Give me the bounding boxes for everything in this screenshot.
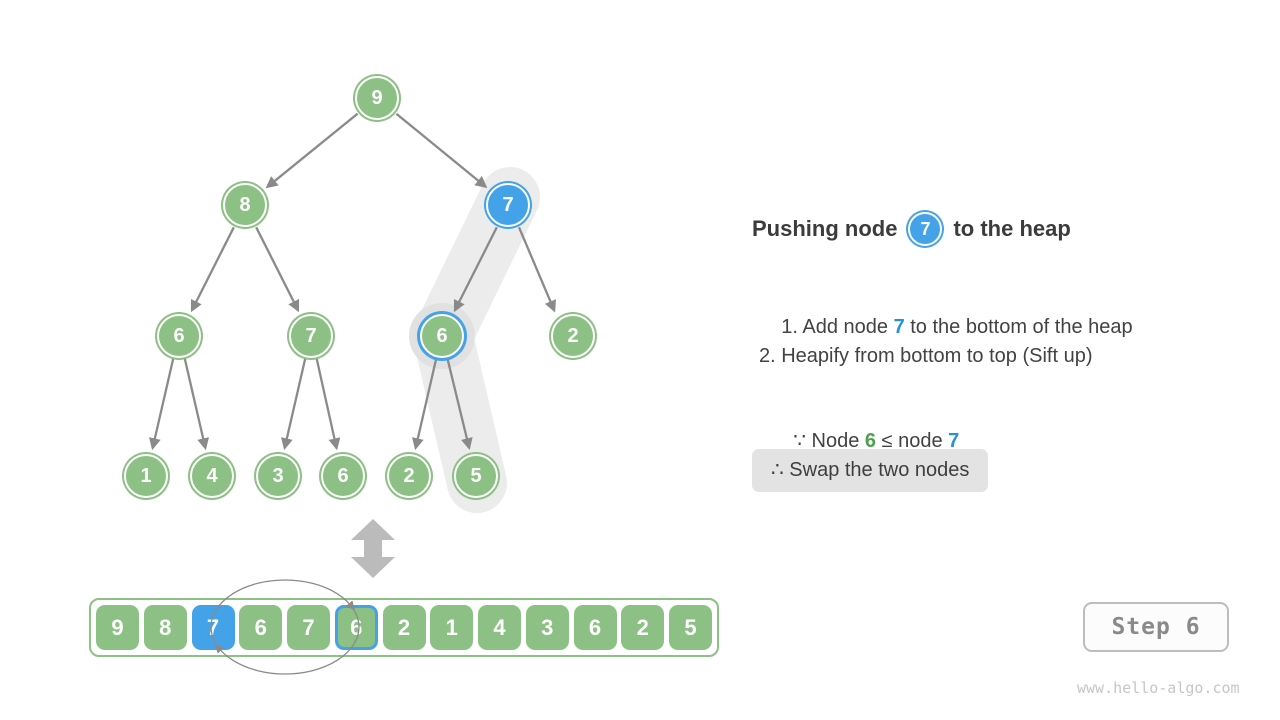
because-line: ∵ Node 6 ≤ node 7 — [771, 405, 959, 476]
array-cell-compared: 6 — [334, 605, 378, 650]
tree-node: 5 — [454, 454, 498, 498]
array-cell: 7 — [287, 605, 330, 650]
tree-node: 6 — [321, 454, 365, 498]
heap-array: 9 8 7 6 7 6 2 1 4 3 6 2 5 — [89, 598, 719, 657]
step-badge: Step 6 — [1083, 602, 1229, 652]
tree-node-pushed: 7 — [486, 183, 530, 227]
tree-edges — [149, 112, 556, 451]
array-cell: 4 — [478, 605, 521, 650]
array-cell: 9 — [96, 605, 139, 650]
step-1-text: 1. Add node 7 to the bottom of the heap — [759, 293, 1133, 362]
because-node7: 7 — [948, 430, 960, 452]
swap-ellipse-arrows — [210, 579, 360, 675]
tree-node: 2 — [551, 314, 595, 358]
array-cell: 6 — [573, 605, 617, 650]
because-node6: 6 — [864, 430, 877, 452]
tree-node: 1 — [124, 454, 168, 498]
array-cell: 8 — [143, 605, 187, 650]
pushed-node-badge: 7 — [908, 212, 943, 246]
tree-node: 3 — [256, 454, 300, 498]
title-suffix: to the heap — [953, 216, 1071, 241]
step1-suffix: to the bottom of the heap — [904, 316, 1133, 338]
tree-node: 7 — [289, 314, 333, 358]
array-cell: 5 — [669, 605, 712, 650]
updown-arrow-icon — [351, 519, 395, 578]
therefore-box: ∴ Swap the two nodes — [752, 449, 989, 492]
tree-node-compared: 6 — [420, 314, 464, 358]
because-p2: ≤ node — [876, 430, 949, 452]
array-cell: 2 — [382, 605, 426, 650]
array-cell: 2 — [621, 605, 665, 650]
array-cell: 1 — [430, 605, 474, 650]
step1-prefix: 1. Add node — [781, 316, 894, 338]
title-prefix: Pushing node — [752, 216, 898, 241]
array-cell-pushed: 7 — [191, 605, 235, 650]
panel-title: Pushing node 7 to the heap — [752, 212, 1071, 246]
tree-node: 6 — [157, 314, 201, 358]
array-cell: 6 — [239, 605, 283, 650]
tree-node: 8 — [223, 183, 267, 227]
tree-node: 9 — [355, 76, 399, 120]
tree-node: 2 — [387, 454, 431, 498]
watermark: www.hello-algo.com — [1077, 679, 1240, 697]
step-2-text: 2. Heapify from bottom to top (Sift up) — [759, 345, 1093, 367]
tree-node: 4 — [190, 454, 234, 498]
because-p1: ∵ Node — [793, 430, 865, 452]
array-cell: 3 — [525, 605, 569, 650]
step1-highlight: 7 — [893, 316, 905, 338]
